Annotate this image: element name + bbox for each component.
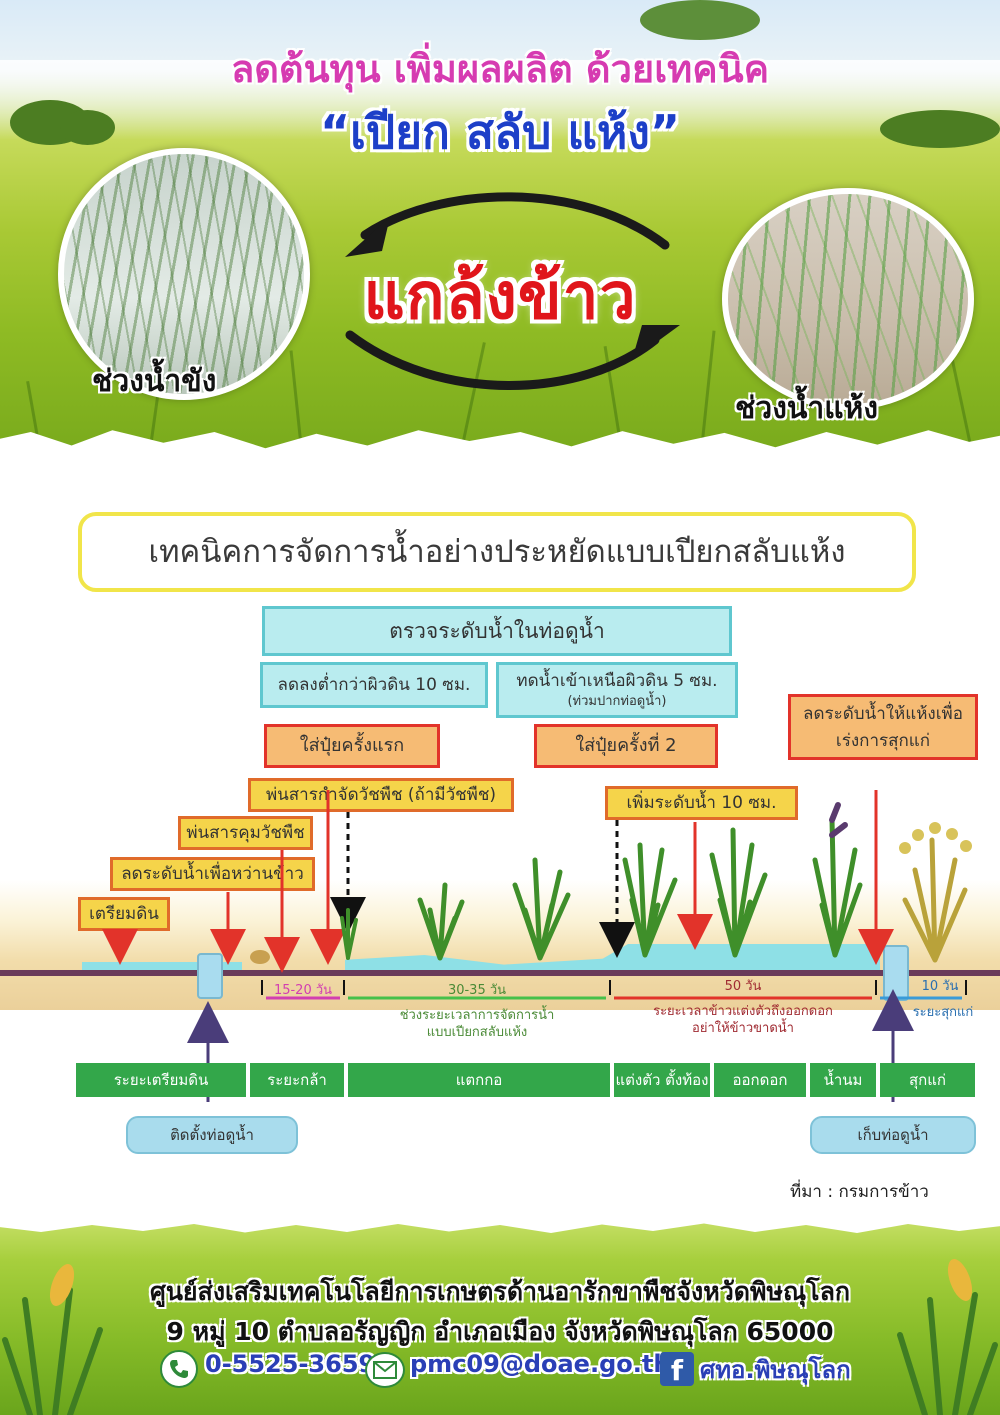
- flood-water-box: ทดน้ำเข้าเหนือผิวดิน 5 ซม. (ท่วมปากท่อดู…: [496, 662, 738, 718]
- stage-booting: แต่งตัว ตั้งท้อง: [614, 1063, 710, 1097]
- tree-right: [880, 110, 1000, 148]
- period-3-desc-1: ระยะเวลาข้าวแต่งตัวถึงออกดอก: [653, 1004, 833, 1019]
- stage-ripening: สุกแก่: [880, 1063, 975, 1097]
- grass-streak: [700, 330, 716, 451]
- grass-streak: [289, 350, 303, 451]
- period-1-label: 15-20 วัน: [273, 983, 333, 998]
- diagram-title: เทคนิคการจัดการน้ำอย่างประหยัดแบบเปียกสล…: [78, 512, 916, 592]
- raise-water-box: เพิ่มระดับน้ำ 10 ซม.: [605, 786, 798, 820]
- rice-plant-icon: [417, 882, 465, 961]
- sky-haze: [0, 60, 1000, 140]
- spray-weed-box: พ่นสารกำจัดวัชพืช (ถ้ามีวัชพืช): [248, 778, 514, 812]
- tree-left-2: [60, 110, 115, 145]
- email-icon: [365, 1352, 405, 1388]
- stage-tillering: แตกกอ: [348, 1063, 610, 1097]
- rice-plant-icon: [622, 842, 678, 958]
- check-water-box: ตรวจระดับน้ำในท่อดูน้ำ: [262, 606, 732, 656]
- drain-water-box: ลดระดับน้ำให้แห้งเพื่อ เร่งการสุกแก่: [788, 694, 978, 760]
- stage-milk: น้ำนม: [810, 1063, 876, 1097]
- cycle-arrows-icon: [345, 192, 680, 390]
- rice-plant-icon: [340, 908, 358, 960]
- rice-plant-icon: [512, 857, 571, 961]
- footer-facebook[interactable]: ศทอ.พิษณุโลก: [700, 1356, 851, 1384]
- period-4-desc: ระยะสุกแก่: [912, 1005, 974, 1020]
- fertilizer-second-box: ใส่ปุ๋ยครั้งที่ 2: [534, 724, 718, 768]
- stage-flowering: ออกดอก: [714, 1063, 806, 1097]
- drain-water-line2: เร่งการสุกแก่: [835, 731, 931, 751]
- footer-address: 9 หมู่ 10 ตำบลอรัญญิก อำเภอเมือง จังหวัด…: [166, 1317, 834, 1346]
- main-title: ลดต้นทุน เพิ่มผลผลิต ด้วยเทคนิค: [230, 47, 770, 91]
- flood-water-note: (ท่วมปากท่อดูน้ำ): [567, 694, 667, 709]
- period-2-label: 30-35 วัน: [447, 983, 507, 998]
- period-2-desc-1: ช่วงระยะเวลาการจัดการน้ำ: [399, 1008, 555, 1023]
- drain-water-line1: ลดระดับน้ำให้แห้งเพื่อ: [803, 704, 963, 724]
- stage-seedling: ระยะกล้า: [250, 1063, 344, 1097]
- footer-phone[interactable]: 0-5525-3659: [205, 1350, 376, 1378]
- spray-control-box: พ่นสารคุมวัชพืช: [178, 816, 313, 850]
- period-2-desc-2: แบบเปียกสลับแห้ง: [426, 1025, 528, 1040]
- growth-diagram-svg: [102, 790, 972, 1102]
- soil-line: [0, 970, 1000, 976]
- center-slogan: แกล้งข้าว: [363, 260, 637, 334]
- wet-phase-label: ช่วงน้ำขัง: [92, 364, 217, 399]
- phone-icon: [160, 1350, 198, 1388]
- rice-plant-icon: [709, 827, 768, 958]
- fertilizer-first-box: ใส่ปุ๋ยครั้งแรก: [264, 724, 440, 768]
- remove-pipe-label: เก็บท่อดูน้ำ: [810, 1116, 976, 1154]
- dry-phase-label: ช่วงน้ำแห้ง: [735, 391, 878, 426]
- period-4-label: 10 วัน: [921, 979, 959, 994]
- dry-field-photo: [722, 188, 974, 410]
- source-credit: ที่มา : กรมการข้าว: [790, 1182, 929, 1202]
- tree-top: [640, 0, 760, 40]
- footer-email[interactable]: pmc09@doae.go.th: [410, 1350, 671, 1378]
- install-pipe-label: ติดตั้งท่อดูน้ำ: [126, 1116, 298, 1154]
- water-layer: [82, 962, 242, 971]
- footer-grass-decoration: [2, 1259, 998, 1415]
- flood-water-text: ทดน้ำเข้าเหนือผิวดิน 5 ซม.: [516, 671, 718, 691]
- ripe-rice-plant-icon: [902, 837, 968, 963]
- facebook-icon: f: [660, 1352, 694, 1387]
- footer-organization: ศูนย์ส่งเสริมเทคโนโลยีการเกษตรด้านอารักข…: [149, 1277, 851, 1306]
- rice-grain-icon: [899, 822, 972, 854]
- lower-water-box: ลดลงต่ำกว่าผิวดิน 10 ซม.: [260, 662, 488, 708]
- rice-plant-icon: [812, 817, 863, 958]
- period-3-desc-2: อย่าให้ข้าวขาดน้ำ: [692, 1021, 794, 1036]
- flooded-field-photo: [58, 148, 310, 400]
- prepare-soil-box: เตรียมดิน: [78, 897, 170, 931]
- technique-title: “เปียก สลับ แห้ง”: [319, 105, 681, 159]
- header-banner: ลดต้นทุน เพิ่มผลผลิต ด้วยเทคนิค “เปียก ส…: [0, 0, 1000, 470]
- period-3-label: 50 วัน: [724, 979, 762, 994]
- stage-prepare-soil: ระยะเตรียมดิน: [76, 1063, 246, 1097]
- rice-panicle-icon: [829, 802, 848, 838]
